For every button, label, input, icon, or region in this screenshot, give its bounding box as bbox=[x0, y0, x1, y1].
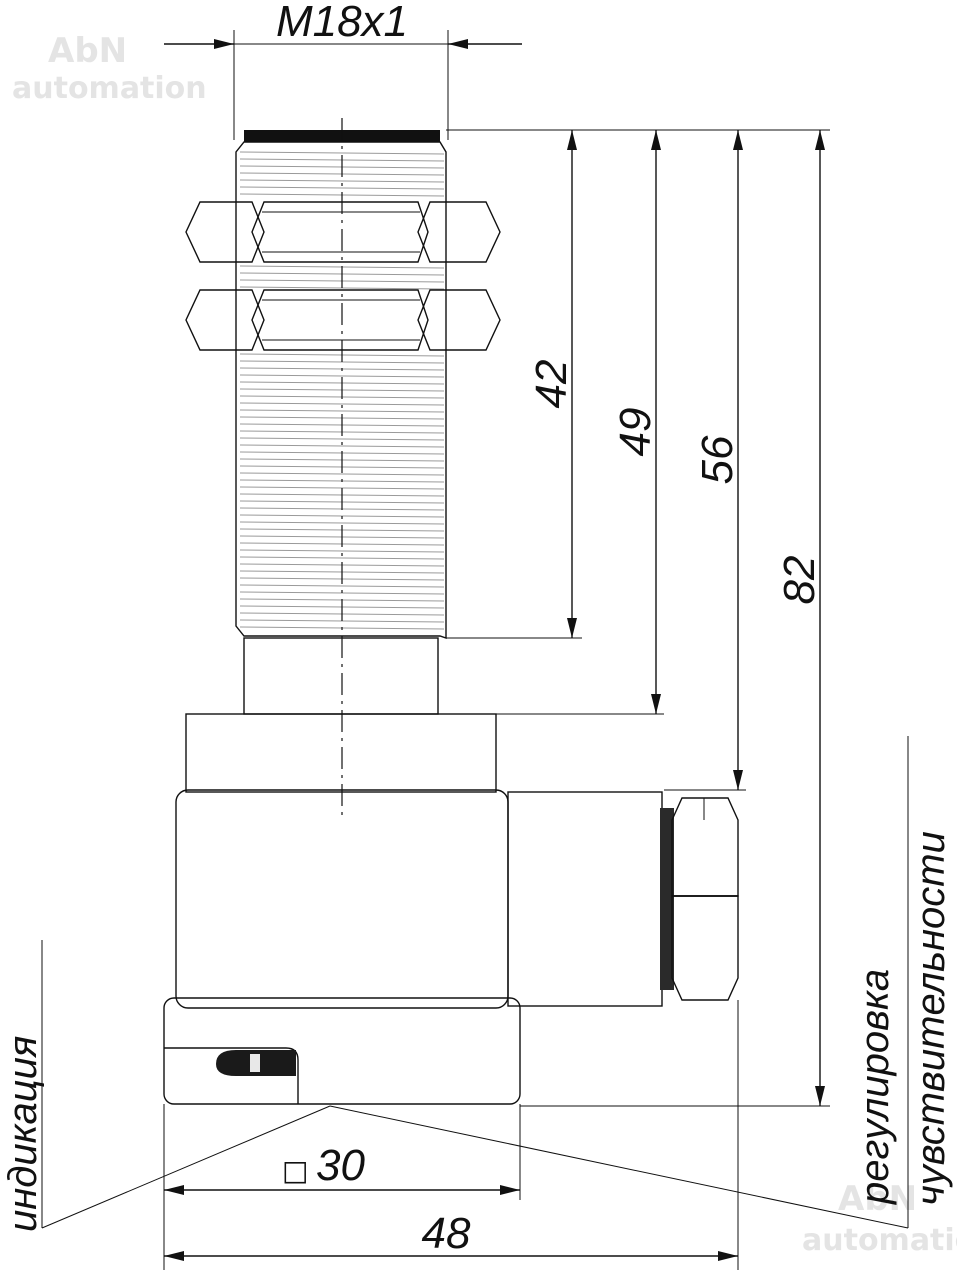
dim-42-label: 42 bbox=[527, 360, 576, 409]
housing-collar bbox=[185, 713, 497, 793]
indication-label: индикация bbox=[1, 1036, 45, 1232]
watermark-company-text: automation bbox=[802, 1223, 957, 1258]
dim-42: 42 bbox=[527, 130, 577, 638]
dim-30-label: 30 bbox=[316, 1141, 365, 1190]
sensitivity-label-line2: чувствительности bbox=[909, 831, 953, 1206]
leader-sensitivity bbox=[329, 736, 909, 1229]
thread-size-label: M18x1 bbox=[276, 0, 408, 46]
watermark-logo-text: AbN bbox=[838, 1179, 917, 1219]
watermark-logo-text: AbN bbox=[48, 31, 127, 71]
dim-48-label: 48 bbox=[422, 1209, 471, 1258]
square-housing bbox=[175, 789, 509, 1009]
smooth-neck bbox=[243, 637, 439, 715]
cable-connector bbox=[507, 791, 663, 1007]
sensitivity-label-line1: регулировка bbox=[853, 969, 897, 1205]
lock-nut-upper bbox=[185, 201, 501, 263]
watermark-top-left: AbN automation bbox=[12, 31, 207, 106]
dim-square-30: 30 □ bbox=[164, 1141, 520, 1195]
dim-82-label: 82 bbox=[775, 556, 824, 605]
indicator-slot-icon bbox=[250, 1054, 260, 1072]
dim-49: 49 bbox=[611, 130, 661, 714]
dim-48: 48 bbox=[164, 1209, 738, 1261]
square-symbol-icon: □ bbox=[282, 1154, 308, 1187]
threaded-barrel bbox=[235, 141, 447, 639]
leader-indication bbox=[41, 940, 331, 1229]
dim-56: 56 bbox=[693, 130, 743, 790]
connector-ring bbox=[660, 808, 674, 990]
cable-gland-nut bbox=[671, 797, 739, 1001]
dim-82: 82 bbox=[775, 130, 825, 1106]
lock-nut-lower bbox=[185, 289, 501, 351]
dim-thread: M18x1 bbox=[164, 0, 522, 140]
dim-56-label: 56 bbox=[693, 435, 742, 484]
adjustment-cap bbox=[163, 997, 521, 1105]
dim-49-label: 49 bbox=[611, 408, 660, 457]
watermark-company-text: automation bbox=[12, 71, 207, 106]
watermark-bottom-right: AbN automation bbox=[802, 1179, 957, 1258]
sensor-body bbox=[163, 130, 739, 1105]
